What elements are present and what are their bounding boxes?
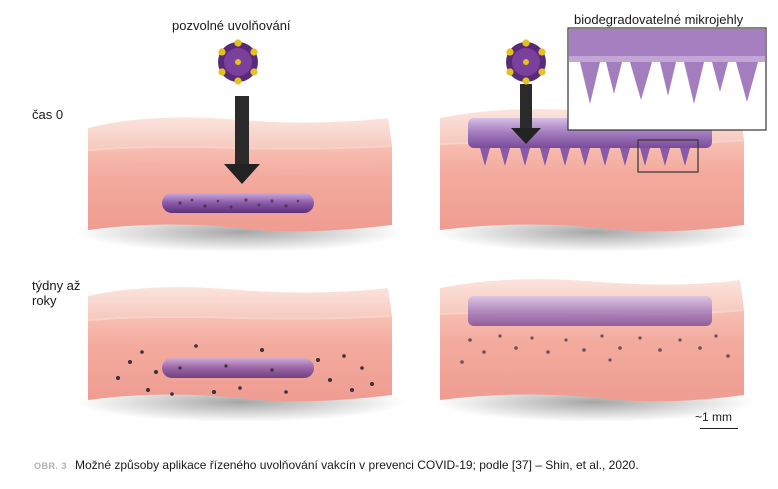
scale-label: ~1 mm: [695, 410, 733, 424]
skin-block-injection-weeks: [75, 287, 405, 422]
microneedle-patch-dissolved: [468, 296, 712, 326]
arrow-down-icon: [511, 128, 541, 144]
scale-bar: [700, 428, 738, 429]
figure-tag: OBR. 3: [34, 461, 68, 471]
zoom-region: [637, 139, 699, 173]
caption-text: Možné způsoby aplikace řízeného uvolňová…: [75, 458, 639, 472]
implant-rod: [162, 193, 314, 213]
vaccine-particles: [178, 198, 300, 209]
arrow-down-icon: [224, 164, 260, 184]
released-vaccine-particles: [460, 334, 730, 364]
label-weeks-to-years: týdny až roky: [32, 278, 81, 308]
skin-block-microneedles-weeks: [435, 279, 755, 422]
virus-icon: [218, 39, 258, 85]
skin-block-injection-time0: [75, 39, 405, 252]
figure-caption: OBR. 3 Možné způsoby aplikace řízeného uv…: [34, 458, 639, 472]
implant-rod-degrading: [162, 358, 314, 378]
released-vaccine-particles: [116, 344, 374, 396]
label-microneedles: biodegradovatelné mikrojehly: [574, 12, 744, 27]
skin-block-microneedles-time0: [435, 27, 767, 252]
microneedles: [480, 148, 690, 166]
label-slow-release: pozvolné uvolňování: [172, 18, 291, 33]
microneedle-zoom-inset: [567, 27, 767, 131]
label-time-zero: čas 0: [32, 107, 64, 122]
virus-icon: [506, 39, 546, 85]
